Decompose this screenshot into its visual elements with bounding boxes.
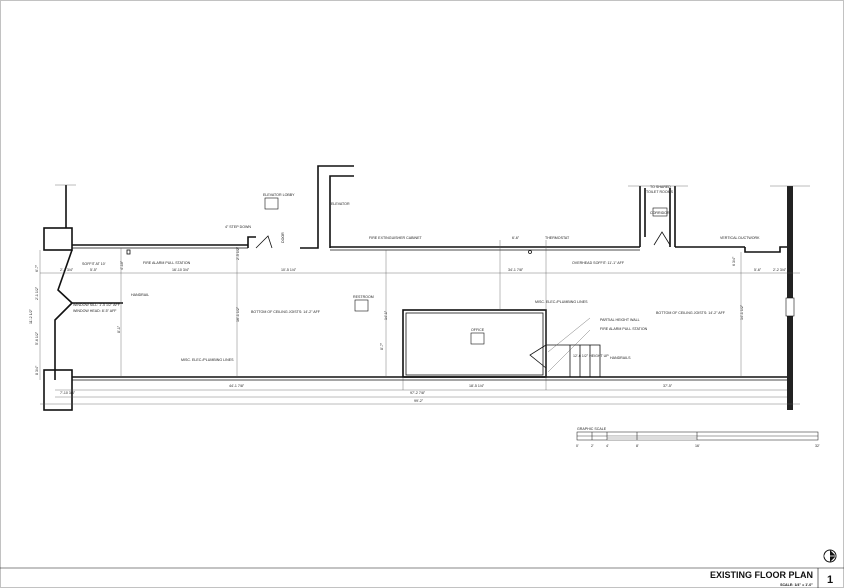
fire-alarm-icon (126, 249, 131, 255)
label-misc-lines-2: MISC. ELEC./PLUMBING LINES (535, 300, 588, 304)
dim: 2'-1 1/2" (35, 286, 39, 300)
dim: 5'-6" (754, 268, 762, 272)
label-fire-extinguisher: FIRE EXTINGUISHER CABINET (369, 236, 423, 240)
label-joists-left: BOTTOM OF CEILING JOISTS: 14'-2" AFF (251, 310, 321, 314)
scale-tick: 0' (576, 444, 579, 448)
label-handrail: HANDRAIL (131, 293, 149, 297)
sheet-title: EXISTING FLOOR PLAN (710, 570, 813, 580)
restroom-tag (354, 299, 369, 312)
label-handrails: HANDRAILS (610, 356, 631, 360)
label-toilet-2: TOILET ROOMS (646, 190, 674, 194)
dim: 10'-5 1/4" (281, 268, 297, 272)
label-window-head: WINDOW HEAD: 8'-5" AFF (73, 309, 117, 313)
dim: 97'-2 7/8" (410, 391, 426, 395)
label-partial-wall: PARTIAL HEIGHT WALL (600, 318, 640, 322)
dim: 44'-1 7/8" (229, 384, 245, 388)
label-thermostat: THERMOSTAT (545, 236, 570, 240)
label-misc-lines-1: MISC. ELEC./PLUMBING LINES (181, 358, 234, 362)
dimension-lines (39, 240, 800, 405)
label-ductwork: VERTICAL DUCTWORK (720, 236, 760, 240)
title-block: EXISTING FLOOR PLAN SCALE: 1/4" = 1'-0" … (0, 567, 844, 588)
label-step-down: 4" STEP DOWN (225, 225, 251, 229)
dim: 2'-2 3/4" (773, 268, 787, 272)
label-door: DOOR (281, 232, 285, 243)
dim: 16'-1 1/2" (236, 306, 240, 322)
dim: 5'-6 1/2" (35, 331, 39, 345)
label-overhead-soffit: OVERHEAD SOFFIT: 11'-1" AFF (572, 261, 625, 265)
scale-tick: 32' (815, 444, 820, 448)
label-restroom: RESTROOM (353, 295, 374, 299)
label-fire-alarm-2: FIRE ALARM PULL STATION (600, 327, 648, 331)
dim: 14'-1" (384, 310, 388, 320)
scale-tick: 8' (636, 444, 639, 448)
sheet-scale: SCALE: 1/4" = 1'-0" (780, 583, 813, 587)
label-toilet-1: TO SHARED (650, 185, 671, 189)
label-office: OFFICE (471, 328, 485, 332)
column (43, 227, 73, 251)
label-soffit-left: SOFFIT AT 10' (82, 262, 106, 266)
dim: 34'-1 7/8" (508, 268, 524, 272)
dim: 2'-5 1/2" (236, 246, 240, 260)
dimension-texts: 2'-1 3/4" 5'-5" 4'-10" 16'-10 3/4" 2'-5 … (29, 236, 787, 403)
dim: 16'-10 3/4" (172, 268, 190, 272)
dim: 14'-1 1/2" (740, 304, 744, 320)
dim: 2'-1 3/4" (60, 268, 74, 272)
label-joists-right: BOTTOM OF CEILING JOISTS: 14'-2" AFF (656, 311, 726, 315)
dim: 6'-6" (512, 236, 520, 240)
scale-tick: 2' (591, 444, 594, 448)
scale-tick: 4' (606, 444, 609, 448)
label-elevator: ELEVATOR (331, 202, 350, 206)
annotations: ELEVATOR LOBBY 4" STEP DOWN DOOR ELEVATO… (73, 185, 760, 362)
dim: 6'-7" (35, 264, 39, 272)
dim: 8'-1" (117, 325, 121, 333)
graphic-scale-label: GRAPHIC SCALE (577, 427, 607, 431)
office-tag (470, 332, 485, 345)
dim: 11'-2 1/2" (29, 308, 33, 324)
dim: 37'-5" (663, 384, 673, 388)
corridor-tag (652, 207, 668, 217)
dim: 8'-7" (380, 342, 384, 350)
dim: 7'-10 3/4" (60, 391, 76, 395)
dim: 6 3/4" (732, 256, 736, 266)
dim: 5'-5" (90, 268, 98, 272)
dim: 4'-10" (120, 260, 124, 270)
dim: 99'-2" (414, 399, 424, 403)
dim: 8 3/4" (35, 365, 39, 375)
elevator-lobby-tag (264, 197, 279, 210)
label-window-sill: WINDOW SILL: 1'-5 1/2" AFF (73, 303, 121, 307)
north-arrow-icon (823, 549, 837, 563)
walls (43, 165, 810, 411)
label-corridor: CORRIDOR (650, 211, 670, 215)
graphic-scale: GRAPHIC SCALE 0' 2' 4' 8' 16' 32' (576, 427, 820, 448)
sheet-number: 1 (827, 574, 833, 586)
label-elevator-lobby: ELEVATOR LOBBY (263, 193, 295, 197)
label-stair-up: 12'-6 1/2" HEIGHT UP (573, 354, 609, 358)
label-fire-alarm-1: FIRE ALARM PULL STATION (143, 261, 191, 265)
scale-tick: 16' (695, 444, 700, 448)
thermostat-icon (528, 250, 532, 254)
dim: 18'-5 1/4" (469, 384, 485, 388)
